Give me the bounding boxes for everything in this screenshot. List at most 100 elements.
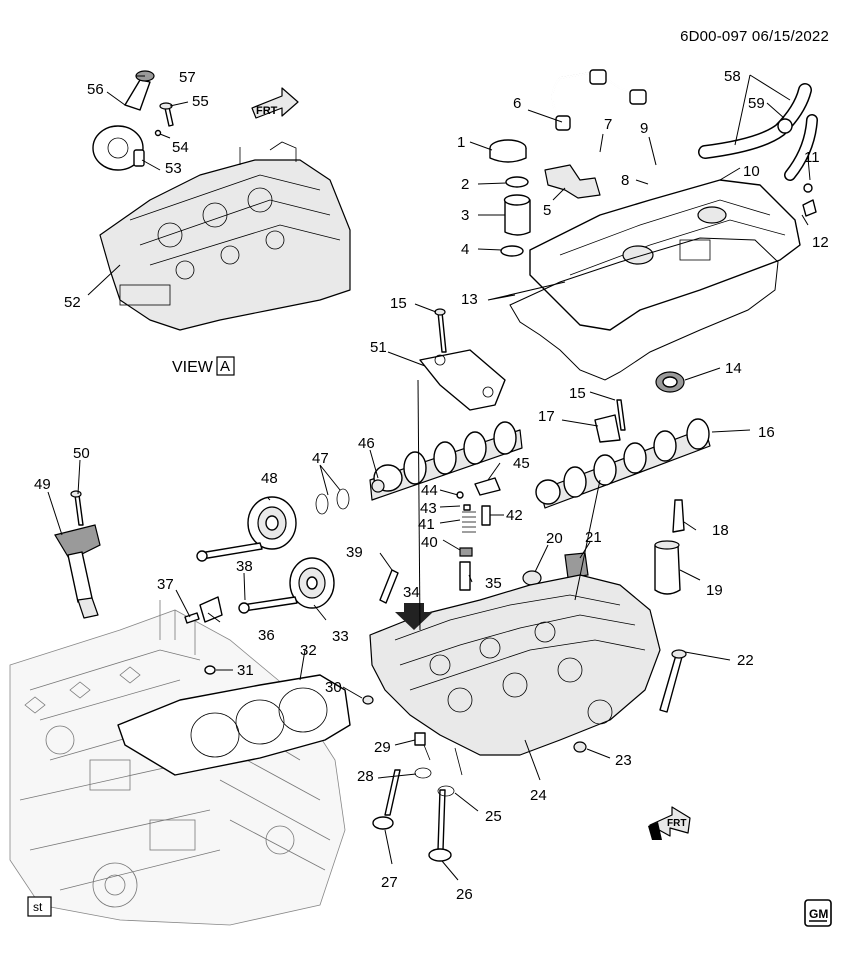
intake-camshaft-sprocket <box>196 496 297 562</box>
callout-15-lower: 15 <box>569 385 586 402</box>
frt-label-top: FRT <box>256 105 278 117</box>
intake-camshaft <box>369 421 523 501</box>
callout-50: 50 <box>73 445 90 462</box>
valve-train-parts <box>456 477 501 591</box>
oil-fill-cap-parts <box>489 139 531 257</box>
view-a-label: VIEW A <box>172 356 235 376</box>
callout-22: 22 <box>737 652 754 669</box>
callout-30: 30 <box>325 679 342 696</box>
callout-1: 1 <box>457 134 465 151</box>
callout-20: 20 <box>546 530 563 547</box>
view-direction-arrow <box>395 603 433 630</box>
callout-36: 36 <box>258 627 275 644</box>
callout-46: 46 <box>358 435 375 452</box>
bolt-39 <box>379 569 399 604</box>
callout-8: 8 <box>621 172 629 189</box>
st-box-text: st <box>33 900 43 914</box>
callout-49: 49 <box>34 476 51 493</box>
callout-23: 23 <box>615 752 632 769</box>
callout-44: 44 <box>421 482 438 499</box>
callout-14: 14 <box>725 360 742 377</box>
callout-42: 42 <box>506 507 523 524</box>
callout-37: 37 <box>157 576 174 593</box>
callout-47: 47 <box>312 450 329 467</box>
callout-19: 19 <box>706 582 723 599</box>
callout-40: 40 <box>421 534 438 551</box>
callout-21: 21 <box>585 529 602 546</box>
callout-5: 5 <box>543 202 551 219</box>
callout-3: 3 <box>461 207 469 224</box>
callout-25: 25 <box>485 808 502 825</box>
breather-hose-and-bracket <box>544 69 647 199</box>
callout-12: 12 <box>812 234 829 251</box>
callout-59: 59 <box>748 95 765 112</box>
leader-lines <box>47 74 811 881</box>
callout-39: 39 <box>346 544 363 561</box>
diagram-ref-number: 6D00-097 <box>680 28 748 45</box>
callout-7: 7 <box>604 116 612 133</box>
callout-13: 13 <box>461 291 478 308</box>
callout-41: 41 <box>418 516 435 533</box>
gm-logo-text: GM <box>809 907 828 921</box>
callout-32: 32 <box>300 642 317 659</box>
camshaft-cover-gasket <box>509 237 779 381</box>
frt-label-bottom: FRT <box>667 818 686 829</box>
callout-24: 24 <box>530 787 547 804</box>
callout-58: 58 <box>724 68 741 85</box>
callout-27: 27 <box>381 874 398 891</box>
camshaft-cover <box>529 179 817 331</box>
gm-logo: GM <box>804 899 832 927</box>
exhaust-camshaft <box>535 399 711 509</box>
callout-29: 29 <box>374 739 391 756</box>
callout-9: 9 <box>640 120 648 137</box>
callout-11: 11 <box>804 149 820 166</box>
callout-53: 53 <box>165 160 182 177</box>
valves <box>204 665 587 862</box>
callout-35: 35 <box>485 575 502 592</box>
cylinder-head <box>369 574 661 776</box>
camshaft-snap-rings <box>315 488 350 515</box>
camshaft-bearing-cap <box>419 308 506 411</box>
callout-54: 54 <box>172 139 189 156</box>
callout-38: 38 <box>236 558 253 575</box>
spark-plug-and-tube <box>654 499 685 595</box>
callout-52: 52 <box>64 294 81 311</box>
callout-34: 34 <box>403 584 420 601</box>
callout-31: 31 <box>237 662 254 679</box>
callout-17: 17 <box>538 408 555 425</box>
callout-15-upper: 15 <box>390 295 407 312</box>
callout-33: 33 <box>332 628 349 645</box>
callout-26: 26 <box>456 886 473 903</box>
callout-56: 56 <box>87 81 104 98</box>
diagram-reference-header: 6D00-097 06/15/2022 <box>680 28 829 45</box>
callout-28: 28 <box>357 768 374 785</box>
cylinder-head-gasket <box>117 674 351 776</box>
callout-18: 18 <box>712 522 729 539</box>
callout-16: 16 <box>758 424 775 441</box>
ignition-coil <box>54 490 101 619</box>
callout-45: 45 <box>513 455 530 472</box>
callout-2: 2 <box>461 176 469 193</box>
callout-4: 4 <box>461 241 469 258</box>
diagram-date: 06/15/2022 <box>751 28 829 45</box>
callout-51: 51 <box>370 339 387 356</box>
st-box: st <box>27 896 52 917</box>
vacuum-pump-assembly <box>92 70 174 171</box>
callout-57: 57 <box>179 69 196 86</box>
callout-48: 48 <box>261 470 278 487</box>
exhaust-camshaft-sprocket <box>238 557 335 614</box>
callout-6: 6 <box>513 95 521 112</box>
view-label-text: VIEW <box>172 359 214 376</box>
callout-43: 43 <box>420 500 437 517</box>
front-direction-arrow-bottom: FRT <box>648 806 691 840</box>
view-label-letter: A <box>220 358 230 375</box>
callout-labels: 1 2 3 4 5 6 7 8 9 10 11 12 13 14 15 15 1… <box>34 68 829 903</box>
callout-55: 55 <box>192 93 209 110</box>
front-direction-arrow-top: FRT <box>251 87 299 119</box>
view-a-cylinder-head <box>99 141 351 331</box>
head-bolt <box>659 654 683 713</box>
ventilation-tube <box>698 83 818 181</box>
callout-10: 10 <box>743 163 760 180</box>
sensor-parts <box>184 552 589 624</box>
